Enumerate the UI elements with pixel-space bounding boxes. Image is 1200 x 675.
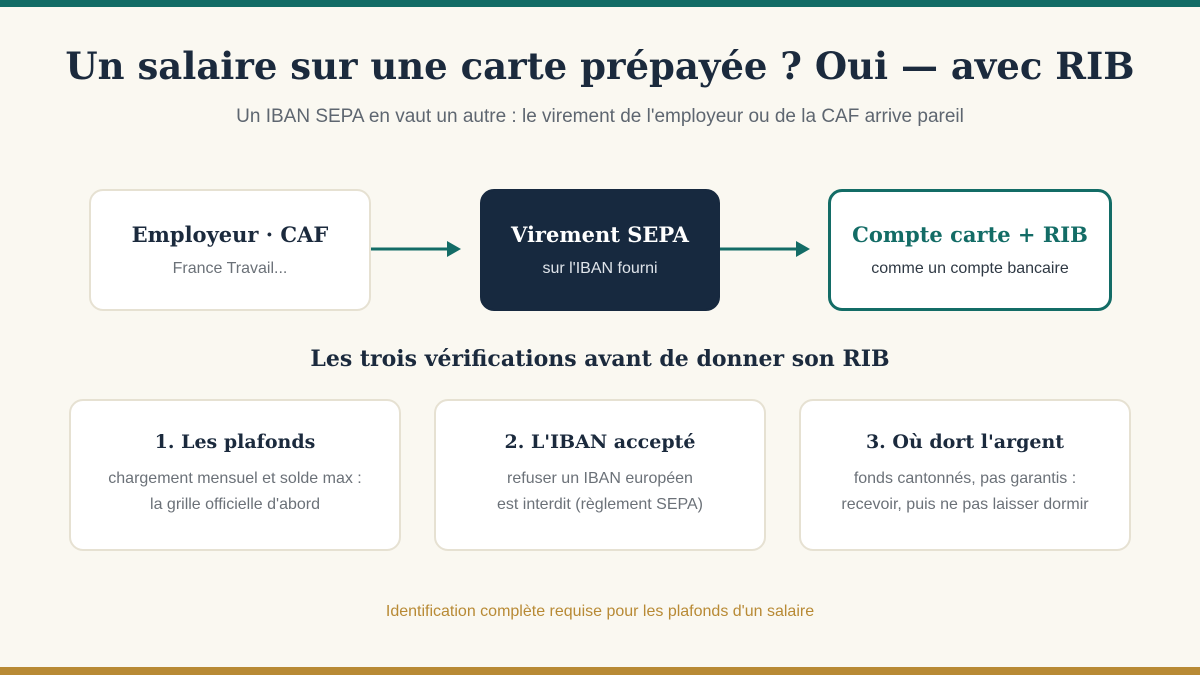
check-card-limits: 1. Les plafonds chargement mensuel et so… bbox=[69, 399, 401, 551]
check-card-line: chargement mensuel et solde max : bbox=[108, 470, 362, 487]
checks-heading: Les trois vérifications avant de donner … bbox=[310, 346, 890, 372]
check-card-line: la grille officielle d'abord bbox=[150, 496, 320, 513]
flow-box-subtitle: sur l'IBAN fourni bbox=[542, 260, 658, 277]
flow-box-sepa-transfer: Virement SEPA sur l'IBAN fourni bbox=[480, 189, 720, 311]
footer-note: Identification complète requise pour les… bbox=[385, 603, 815, 620]
flow-box-title: Compte carte + RIB bbox=[852, 222, 1088, 247]
flow-box-title: Employeur · CAF bbox=[131, 222, 329, 247]
flow-box-card-account: Compte carte + RIB comme un compte banca… bbox=[828, 189, 1112, 311]
check-card-title: 2. L'IBAN accepté bbox=[504, 431, 696, 453]
check-card-funds-location: 3. Où dort l'argent fonds cantonnés, pas… bbox=[799, 399, 1131, 551]
flow-box-subtitle: comme un compte bancaire bbox=[871, 260, 1069, 277]
page-title: Un salaire sur une carte prépayée ? Oui … bbox=[65, 44, 1135, 88]
check-card-line: est interdit (règlement SEPA) bbox=[496, 496, 703, 513]
check-card-line: fonds cantonnés, pas garantis : bbox=[853, 470, 1077, 487]
check-card-line: recevoir, puis ne pas laisser dormir bbox=[841, 496, 1089, 513]
arrow-right-icon bbox=[371, 241, 461, 257]
flow-box-title: Virement SEPA bbox=[511, 222, 689, 247]
check-card-line: refuser un IBAN européen bbox=[507, 470, 693, 487]
flow-box-employer: Employeur · CAF France Travail... bbox=[89, 189, 371, 311]
top-accent-bar bbox=[0, 0, 1200, 7]
arrow-right-icon bbox=[720, 241, 810, 257]
flow-box-subtitle: France Travail... bbox=[172, 260, 288, 277]
page-subtitle: Un IBAN SEPA en vaut un autre : le virem… bbox=[236, 106, 964, 127]
check-card-title: 1. Les plafonds bbox=[154, 431, 316, 453]
bottom-accent-bar bbox=[0, 667, 1200, 675]
check-card-iban-accepted: 2. L'IBAN accepté refuser un IBAN europé… bbox=[434, 399, 766, 551]
check-card-title: 3. Où dort l'argent bbox=[865, 431, 1065, 453]
